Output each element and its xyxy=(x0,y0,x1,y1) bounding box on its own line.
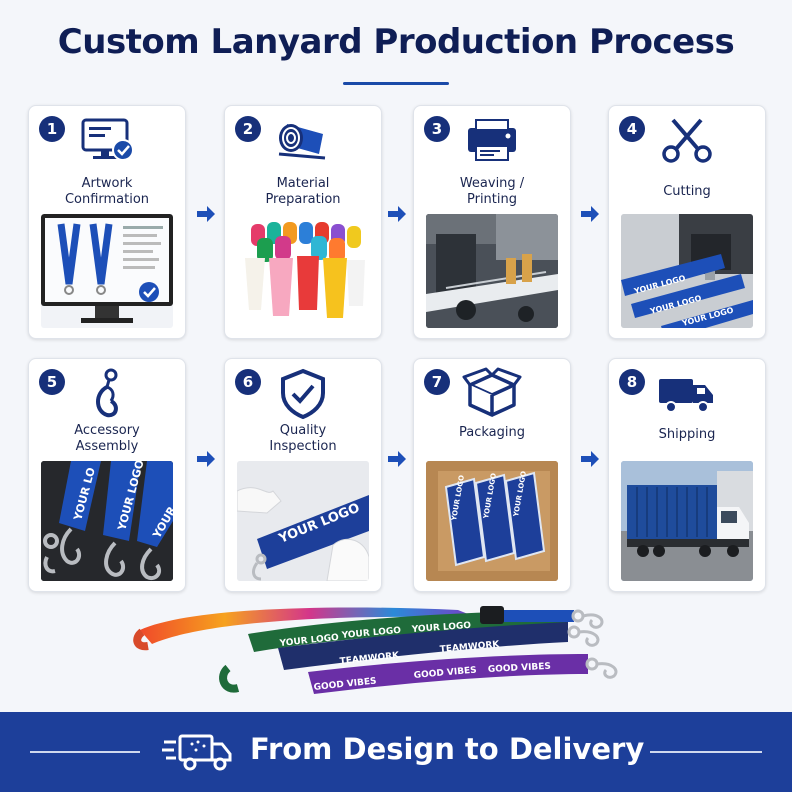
step-label: Weaving / Printing xyxy=(459,176,525,207)
bottom-banner: From Design to Delivery xyxy=(0,712,792,792)
step-card-cutting: 4 Cutting YOUR LOGO YOUR LOGO YOUR LOGO xyxy=(608,105,766,339)
fast-delivery-truck-icon xyxy=(162,734,232,771)
shield-check-icon xyxy=(281,368,325,420)
step-label: Accessory Assembly xyxy=(74,423,140,454)
step-label: Cutting xyxy=(663,184,711,199)
arrow-right-icon xyxy=(581,206,599,222)
arrow-right-icon xyxy=(388,206,406,222)
banner-divider-left xyxy=(30,751,140,753)
arrow-right-icon xyxy=(388,451,406,467)
printer-icon xyxy=(468,119,516,161)
step-label: Packaging xyxy=(459,425,525,440)
banner-divider-right xyxy=(650,751,762,753)
step-number: 1 xyxy=(39,116,65,142)
thread-spools-photo xyxy=(237,214,369,328)
step-card-shipping: 8 Shipping xyxy=(608,358,766,592)
arrow-right-icon xyxy=(197,451,215,467)
step-card-weaving: 3 Weaving / Printing xyxy=(413,105,571,339)
step-number: 8 xyxy=(619,369,645,395)
step-number: 4 xyxy=(619,116,645,142)
step-card-artwork: 1 Artwork Confirmation xyxy=(28,105,186,339)
box-icon xyxy=(462,367,522,417)
step-card-quality: 6 Quality Inspection YOUR LOGO xyxy=(224,358,382,592)
svg-text:GOOD VIBES: GOOD VIBES xyxy=(488,662,552,675)
step-label: Material Preparation xyxy=(265,176,341,207)
truck-icon xyxy=(659,379,713,413)
step-number: 5 xyxy=(39,369,65,395)
title-underline xyxy=(343,82,449,85)
step-label: Artwork Confirmation xyxy=(64,176,150,207)
accessory-assembly-photo: YOUR LO YOUR LOGO YOUR xyxy=(41,461,173,581)
lobster-clasp-icon xyxy=(96,368,118,418)
quality-inspection-photo: YOUR LOGO xyxy=(237,461,369,581)
svg-text:YOUR LOGO: YOUR LOGO xyxy=(411,621,472,635)
step-card-accessory: 5 Accessory Assembly YOUR LO YOUR LOGO Y… xyxy=(28,358,186,592)
packaging-photo: YOUR LOGO YOUR LOGO YOUR LOGO xyxy=(426,461,558,581)
step-number: 2 xyxy=(235,116,261,142)
step-card-packaging: 7 Packaging YOUR LOGO YOUR LOGO YOUR LOG… xyxy=(413,358,571,592)
page-title: Custom Lanyard Production Process xyxy=(57,22,735,62)
step-card-material: 2 Material Preparation xyxy=(224,105,382,339)
fabric-roll-icon xyxy=(278,124,326,160)
step-label: Quality Inspection xyxy=(269,423,337,454)
scissors-icon xyxy=(662,118,712,163)
weaving-machine-photo xyxy=(426,214,558,328)
shipping-truck-photo xyxy=(621,461,753,581)
step-number: 7 xyxy=(424,369,450,395)
monitor-check-icon xyxy=(81,118,134,161)
cutting-machine-photo: YOUR LOGO YOUR LOGO YOUR LOGO xyxy=(621,214,753,328)
step-label: Shipping xyxy=(658,427,716,442)
sample-lanyards: YOUR LOGO YOUR LOGO YOUR LOGO TEAMWORK T… xyxy=(133,606,618,694)
arrow-right-icon xyxy=(581,451,599,467)
step-number: 3 xyxy=(424,116,450,142)
banner-tagline: From Design to Delivery xyxy=(250,732,645,766)
artwork-photo xyxy=(41,214,173,328)
step-number: 6 xyxy=(235,369,261,395)
arrow-right-icon xyxy=(197,206,215,222)
